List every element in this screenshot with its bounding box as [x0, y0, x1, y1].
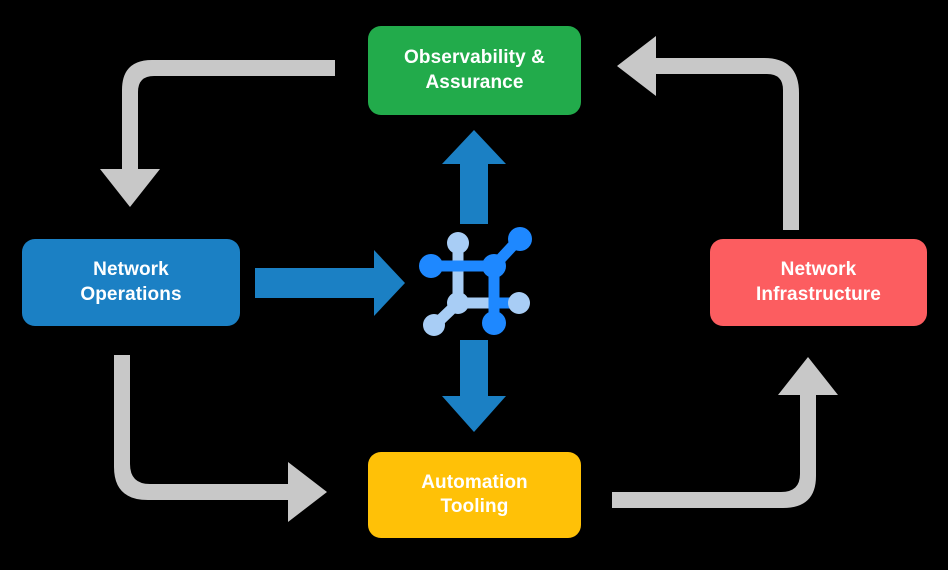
node-automation-label-line1: Automation [421, 471, 528, 493]
connector-infrastructure-to-observability [617, 36, 799, 230]
connector-operations-to-center [255, 250, 405, 316]
connector-automation-to-infrastructure [612, 357, 838, 508]
node-infrastructure-label-line2: Infrastructure [756, 283, 881, 305]
node-automation-tooling[interactable]: Automation Tooling [368, 452, 581, 538]
node-observability-label-line2: Assurance [425, 71, 524, 93]
node-automation-label-line2: Tooling [440, 496, 509, 517]
node-infrastructure-label-line1: Network [780, 259, 857, 281]
node-network-infrastructure[interactable]: Network Infrastructure [710, 239, 927, 326]
node-observability-label-line1: Observability & [404, 47, 545, 69]
node-observability-assurance[interactable]: Observability & Assurance [368, 26, 581, 115]
connector-center-to-automation [442, 340, 506, 432]
connector-center-to-observability [442, 130, 506, 224]
node-network-operations[interactable]: Network Operations [22, 239, 240, 326]
node-operations-label-line2: Operations [80, 283, 182, 305]
connector-operations-to-automation [114, 355, 327, 522]
node-operations-label-line1: Network [93, 259, 169, 281]
connector-observability-to-operations [100, 60, 335, 207]
network-topology-icon [419, 227, 532, 336]
